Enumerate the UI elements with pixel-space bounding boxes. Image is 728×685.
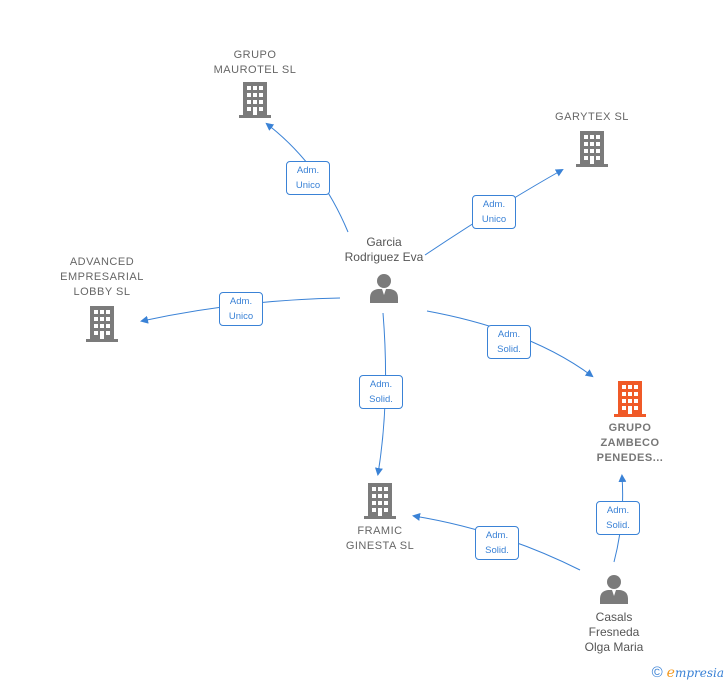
copyright-symbol: © [651, 664, 663, 681]
person-icon [370, 274, 398, 303]
company-name-line: ADVANCED [69, 256, 135, 268]
edge-label-line: Adm. [606, 505, 630, 516]
edge-label-line: Unico [228, 311, 254, 322]
edge-label-line: Unico [295, 180, 321, 191]
edge-label-line: Adm. [482, 199, 506, 210]
person-name-line: Casals [595, 610, 633, 624]
company-name-line: FRAMIC [357, 525, 403, 537]
person-icon [600, 575, 628, 604]
edge-label-garcia-framic[interactable]: Adm. Solid. [359, 375, 403, 409]
company-name: FRAMIC GINESTA SL [318, 524, 442, 554]
company-name-line: PENEDES... [596, 452, 664, 464]
company-node-advanced-empresarial[interactable]: ADVANCED EMPRESARIAL LOBBY SL [40, 255, 164, 342]
edge-label-line: Solid. [369, 394, 393, 405]
company-name-line: GRUPO [233, 49, 277, 61]
company-name: ADVANCED EMPRESARIAL LOBBY SL [40, 255, 164, 300]
company-name-line: EMPRESARIAL [60, 271, 144, 283]
edge-label-garcia-zambeco[interactable]: Adm. Solid. [487, 325, 531, 359]
person-name: Casals Fresneda Olga Maria [552, 610, 676, 655]
company-name-line: GINESTA SL [345, 540, 415, 552]
edge-label-line: Solid. [606, 520, 630, 531]
person-node-casals-fresneda[interactable]: Casals Fresneda Olga Maria [552, 574, 676, 655]
edge-label-garcia-garytex[interactable]: Adm. Unico [472, 195, 516, 229]
edge-label-line: Solid. [485, 545, 509, 556]
company-name: GRUPO MAUROTEL SL [195, 48, 315, 78]
edge-label-line: Solid. [497, 344, 521, 355]
person-name: Garcia Rodriguez Eva [322, 235, 446, 265]
building-icon [364, 483, 396, 519]
person-name-line: Olga Maria [584, 640, 644, 654]
person-node-garcia-rodriguez-eva[interactable]: Garcia Rodriguez Eva [322, 235, 446, 303]
edge-label-line: Unico [481, 214, 507, 225]
company-name-line: GARYTEX SL [555, 111, 629, 123]
footer-branding: ©empresia [652, 664, 724, 681]
building-icon [576, 131, 608, 167]
company-name: GRUPO ZAMBECO PENEDES... [568, 421, 692, 466]
building-icon [239, 82, 271, 118]
company-name: GARYTEX SL [532, 110, 652, 125]
company-name-line: MAUROTEL SL [213, 64, 297, 76]
person-name-line: Garcia [366, 235, 402, 249]
company-node-grupo-maurotel[interactable]: GRUPO MAUROTEL SL [195, 48, 315, 118]
company-name-line: GRUPO [608, 422, 652, 434]
company-node-garytex[interactable]: GARYTEX SL [532, 110, 652, 167]
company-name-line: ZAMBECO [600, 437, 660, 449]
edge-label-line: Adm. [369, 379, 393, 390]
building-icon [614, 381, 646, 417]
edge-label-line: Adm. [485, 530, 509, 541]
person-name-line: Rodriguez Eva [344, 250, 424, 264]
person-name-line: Fresneda [588, 625, 640, 639]
edge-label-line: Adm. [296, 165, 320, 176]
empresia-logo-text: mpresia [674, 666, 724, 680]
edge-label-casals-zambeco[interactable]: Adm. Solid. [596, 501, 640, 535]
edge-label-garcia-maurotel[interactable]: Adm. Unico [286, 161, 330, 195]
company-node-framic-ginesta[interactable]: FRAMIC GINESTA SL [318, 483, 442, 554]
company-name-line: LOBBY SL [73, 286, 131, 298]
edge-label-garcia-advanced[interactable]: Adm. Unico [219, 292, 263, 326]
edge-label-casals-framic[interactable]: Adm. Solid. [475, 526, 519, 560]
company-node-grupo-zambeco[interactable]: GRUPO ZAMBECO PENEDES... [568, 381, 692, 466]
empresia-logo-initial: e [666, 665, 675, 681]
edge-label-line: Adm. [229, 296, 253, 307]
edge-label-line: Adm. [497, 329, 521, 340]
building-icon [86, 306, 118, 342]
